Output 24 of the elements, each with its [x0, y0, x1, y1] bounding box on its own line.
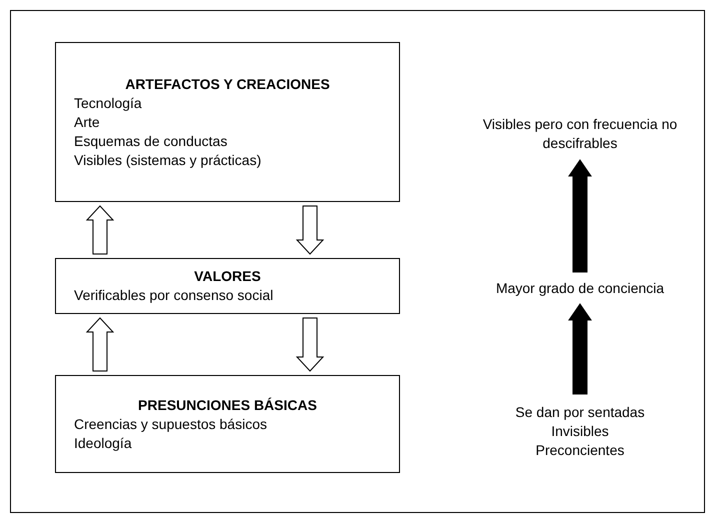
text-line: Ideología [74, 434, 133, 452]
hollow-arrow [296, 206, 324, 255]
box-heading: VALORES [194, 267, 261, 286]
block-arrow [568, 303, 592, 394]
hollow-arrow [86, 317, 114, 372]
text-line: Esquemas de conductas [74, 132, 228, 150]
text-line: Verificables por consenso social [74, 286, 274, 305]
text-line: Tecnología [74, 94, 143, 112]
text-line: Preconcientes [536, 440, 624, 460]
text-line: Mayor grado de conciencia [496, 278, 664, 298]
text-line: Creencias y supuestos básicos [74, 414, 268, 434]
layer-box [55, 258, 400, 314]
text-line: Visibles (sistemas y prácticas) [74, 150, 262, 170]
box-heading: PRESUNCIONES BÁSICAS [138, 396, 317, 414]
text-line: Visibles pero con frecuencia no descifrables [482, 115, 678, 153]
block-arrow [568, 159, 592, 272]
layer-box [55, 42, 400, 202]
hollow-arrow [86, 205, 114, 254]
hollow-arrow [296, 318, 324, 372]
text-line: Se dan por sentadas [515, 402, 645, 422]
box-heading: ARTEFACTOS Y CREACIONES [125, 74, 330, 94]
layer-box [55, 375, 400, 473]
text-line: Arte [74, 112, 101, 132]
text-line: Invisibles [551, 422, 609, 440]
